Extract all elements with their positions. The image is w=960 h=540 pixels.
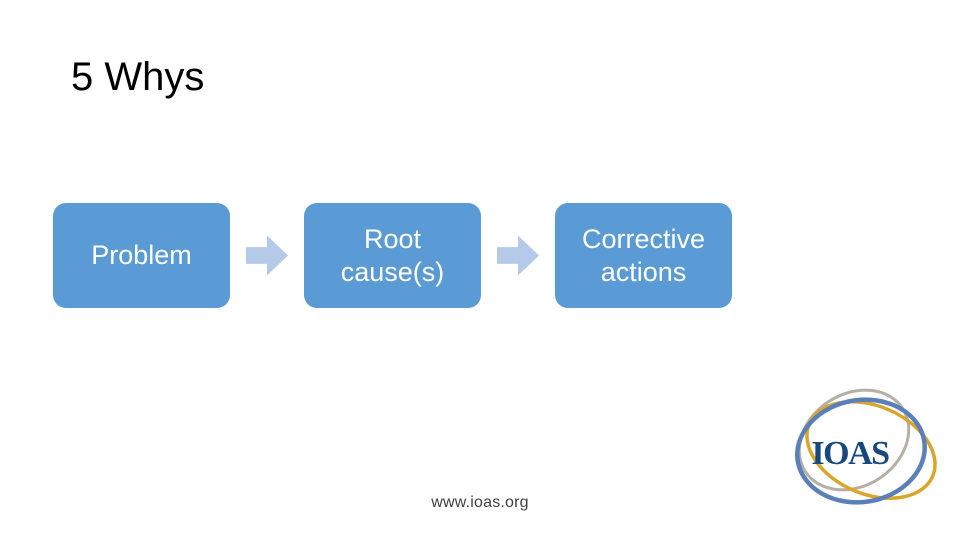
process-step-problem: Problem bbox=[53, 203, 230, 308]
process-step-label: Problem bbox=[91, 240, 192, 270]
slide-title: 5 Whys bbox=[71, 55, 205, 99]
right-arrow-icon bbox=[246, 235, 288, 276]
process-step-label: Corrective actions bbox=[581, 223, 706, 287]
logo-text: IOAS bbox=[811, 435, 889, 472]
process-step-root-cause: Root cause(s) bbox=[304, 203, 481, 308]
process-step-corrective-actions: Corrective actions bbox=[555, 203, 732, 308]
process-step-label: Root cause(s) bbox=[340, 223, 445, 287]
ioas-logo: IOAS bbox=[795, 388, 937, 505]
footer-url: www.ioas.org bbox=[431, 494, 529, 511]
right-arrow-icon bbox=[497, 235, 539, 276]
process-flow: Problem Root cause(s) Corrective actions bbox=[53, 203, 732, 308]
logo-ellipse-blue-icon bbox=[795, 397, 927, 505]
